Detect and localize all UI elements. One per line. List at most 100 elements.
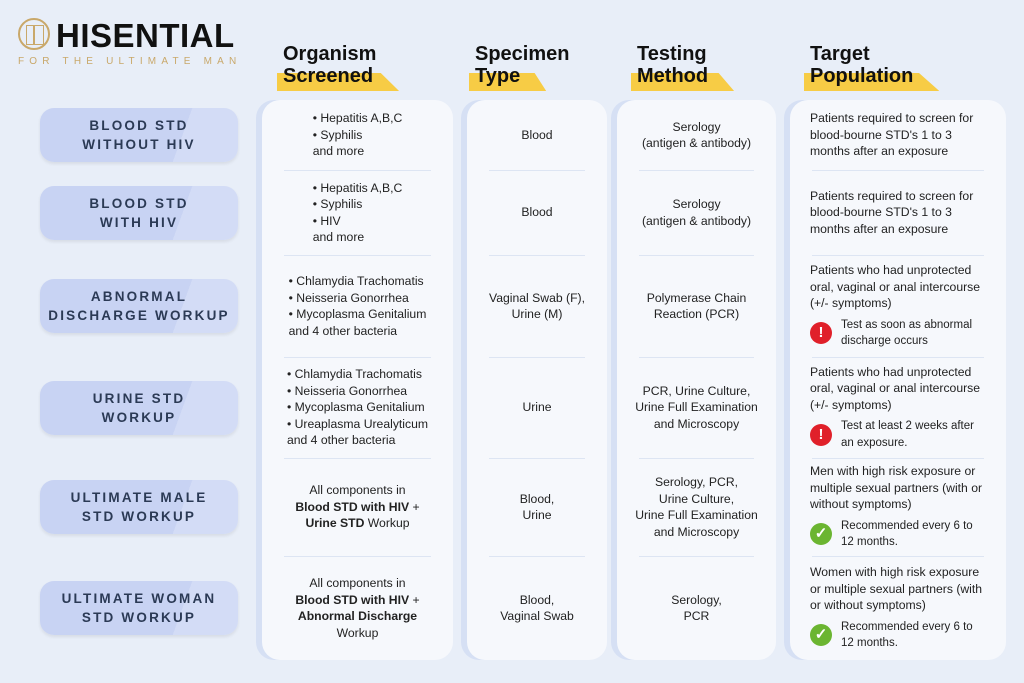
target-population: Patients who had unprotected oral, vagin… (810, 364, 986, 452)
row-label-pill: ABNORMAL DISCHARGE WORKUP (40, 279, 238, 333)
table-cell: Men with high risk exposure or multiple … (790, 458, 1006, 556)
target-text: Patients required to screen for blood-bo… (810, 188, 974, 236)
text-line: and 4 other bacteria (289, 323, 427, 340)
specimen-type: Urine (522, 400, 552, 415)
bold-text: Blood STD with HIV (295, 592, 410, 607)
table-cell: Patients who had unprotected oral, vagin… (790, 357, 1006, 458)
list-item: Chlamydia Trachomatis (287, 366, 428, 383)
row-label-pill: URINE STD WORKUP (40, 380, 238, 435)
text-line: Blood STD with HIV + (295, 499, 419, 516)
text: + (409, 592, 420, 607)
specimen-type: Blood, Urine (519, 491, 555, 523)
bullet-list: Hepatitis A,B,CSyphilis (313, 110, 402, 143)
organism-list: Hepatitis A,B,CSyphilisand more (313, 110, 403, 160)
table-cell: Vaginal Swab (F), Urine (M) (467, 255, 607, 357)
row-label-pill: BLOOD STD WITHOUT HIV (40, 108, 238, 162)
specimen-type: Blood (521, 205, 553, 220)
text-line: Urine STD Workup (295, 515, 419, 532)
target-column: Patients required to screen for blood-bo… (790, 100, 1006, 660)
list-item: Neisseria Gonorrhea (287, 383, 428, 400)
table-cell: Patients required to screen for blood-bo… (790, 100, 1006, 170)
text: and more (312, 144, 365, 159)
table-cell: Serology (antigen & antibody) (617, 170, 776, 255)
target-text: Patients who had unprotected oral, vagin… (810, 364, 981, 412)
text: Workup (336, 625, 379, 640)
note-text: Recommended every 6 to 12 months. (841, 519, 973, 549)
text: + (409, 499, 420, 514)
exclamation-icon: ! (810, 423, 832, 446)
table-cell: Serology, PCR (617, 556, 776, 660)
note-text: Test as soon as abnormal discharge occur… (841, 318, 973, 348)
bullet-list: Chlamydia TrachomatisNeisseria Gonorrhea… (287, 366, 428, 432)
text-line: All components in (295, 482, 419, 499)
table-cell: Urine (467, 357, 607, 458)
target-text: Patients required to screen for blood-bo… (810, 111, 974, 159)
testing-method: Serology (antigen & antibody) (641, 197, 752, 228)
organism-list: Hepatitis A,B,CSyphilisHIVand more (313, 180, 403, 246)
table-cell: Serology (antigen & antibody) (617, 100, 776, 170)
target-note: ✓ Recommended every 6 to 12 months. (810, 619, 986, 652)
target-population: Patients required to screen for blood-bo… (810, 188, 986, 238)
row-label-pill: BLOOD STD WITH HIV (40, 185, 238, 240)
table-cell: Hepatitis A,B,CSyphilisHIVand more (262, 170, 453, 255)
organism-column: Hepatitis A,B,CSyphilisand moreHepatitis… (262, 100, 453, 660)
target-text: Men with high risk exposure or multiple … (810, 464, 983, 512)
text-line: Blood STD with HIV + (295, 592, 419, 609)
brand-name: HISENTIAL (56, 17, 235, 54)
table-cell: Hepatitis A,B,CSyphilisand more (262, 100, 453, 170)
list-item: Hepatitis A,B,C (313, 180, 402, 197)
target-population: Men with high risk exposure or multiple … (810, 463, 986, 551)
brand-tagline: FOR THE ULTIMATE MAN (18, 56, 242, 67)
bold-text: Abnormal Discharge (297, 609, 418, 623)
text-line: All components in (295, 575, 419, 592)
header-line2: Method (637, 65, 709, 87)
text: All components in (309, 483, 406, 498)
target-note: ! Test as soon as abnormal discharge occu… (810, 317, 986, 350)
row-label-pill: ULTIMATE WOMAN STD WORKUP (40, 581, 238, 635)
exclamation-icon: ! (810, 322, 832, 345)
target-text: Patients who had unprotected oral, vagin… (810, 263, 981, 311)
list-item: Mycoplasma Genitalium (289, 306, 426, 323)
list-item: Mycoplasma Genitalium (287, 399, 428, 416)
table-cell: Blood (467, 100, 607, 170)
text: Workup (364, 516, 410, 531)
note-text: Recommended every 6 to 12 months. (841, 620, 973, 650)
header-line2: Screened (283, 65, 374, 87)
table-cell: Blood, Urine (467, 458, 607, 556)
testing-method: Serology (antigen & antibody) (641, 119, 752, 151)
target-population: Patients required to screen for blood-bo… (810, 110, 986, 160)
text-line: Workup (295, 625, 419, 642)
table-cell: Blood, Vaginal Swab (467, 556, 607, 660)
table-cell: Patients required to screen for blood-bo… (790, 170, 1006, 255)
text-line: Abnormal Discharge (295, 608, 419, 625)
table-cell: Serology, PCR, Urine Culture, Urine Full… (617, 458, 776, 556)
note-text: Test at least 2 weeks after an exposure. (841, 420, 974, 449)
check-icon: ✓ (810, 624, 832, 647)
method-column: Serology (antigen & antibody) Serology (a… (617, 100, 776, 660)
testing-method: PCR, Urine Culture, Urine Full Examinati… (635, 383, 758, 431)
target-note: ✓Recommended every 6 to 12 months. (810, 518, 986, 551)
row-label-pill: ULTIMATE MALE STD WORKUP (40, 480, 238, 534)
testing-method: Polymerase Chain Reaction (PCR) (646, 290, 747, 322)
table-cell: Women with high risk exposure or multipl… (790, 556, 1006, 660)
list-item: Ureaplasma Urealyticum (287, 416, 428, 433)
target-note: ! Test at least 2 weeks after an exposure… (810, 418, 986, 451)
organism-list: Chlamydia TrachomatisNeisseria Gonorrhea… (287, 366, 428, 449)
table-cell: Patients who had unprotected oral, vagin… (790, 255, 1006, 357)
brand-logo: HISENTIAL FOR THE ULTIMATE MAN (18, 17, 236, 68)
table-cell: PCR, Urine Culture, Urine Full Examinati… (617, 357, 776, 458)
testing-method: Serology, PCR (671, 592, 722, 624)
specimen-type: Blood (521, 127, 553, 142)
list-item: Neisseria Gonorrhea (289, 290, 427, 307)
text: and 4 other bacteria (286, 433, 396, 448)
header-line1: Testing (637, 43, 707, 65)
